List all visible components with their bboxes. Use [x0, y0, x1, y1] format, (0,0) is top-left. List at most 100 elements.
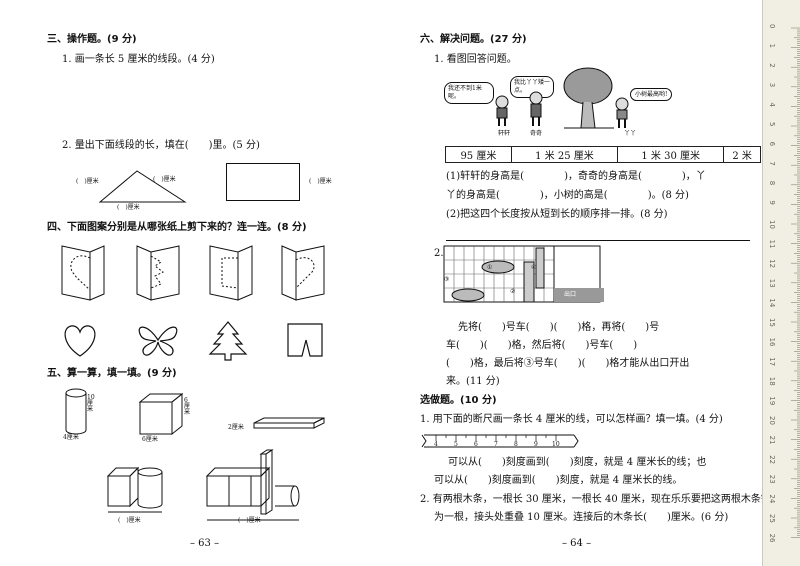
parking-grid [443, 245, 604, 303]
ruler-number: 23 [768, 475, 776, 484]
answer-line [446, 240, 750, 241]
ruler-tick-4: 4 [434, 441, 438, 448]
side-ruler-ticks: 0123456789101112131415161718192021222324… [768, 24, 800, 543]
ruler-number: 26 [768, 534, 776, 543]
cylinder-height-label: 10厘米 [87, 394, 95, 413]
ruler-tick-10: 10 [552, 441, 560, 448]
optional-question-1-line-2: 可以从( )刻度画到( )刻度，就是 4 厘米长的线。 [434, 475, 683, 486]
length-cell-1: 95 厘米 [445, 146, 512, 163]
cut-shapes-row [64, 321, 323, 361]
triangle-left-label: ( )厘米 [76, 178, 99, 185]
ruler-number: 1 [768, 44, 776, 48]
ruler-number: 11 [768, 240, 776, 249]
ruler-number: 3 [768, 83, 776, 87]
length-cell-3: 1 米 30 厘米 [617, 146, 725, 163]
kid-xuanxuan [495, 95, 509, 126]
ruler-tick-6: 6 [474, 441, 478, 448]
tree [563, 67, 614, 129]
ruler-number: 2 [768, 63, 776, 67]
ruler-number: 12 [768, 259, 776, 268]
car-horizontal-bottom [451, 288, 485, 302]
optional-question-2-line-2: 为一根，接头处重叠 10 厘米。连接后的木条长( )厘米。(6 分) [434, 512, 729, 523]
broken-ruler [421, 434, 579, 448]
cubes-plate-cylinder-group [205, 449, 300, 521]
length-cell-4: 2 米 [723, 146, 761, 163]
right-page: 六、解决问题。(27 分) 1. 看图回答问题。 我还不到1米呢。 我比丫丫矮一… [400, 0, 771, 566]
optional-question-1-line-1: 可以从( )刻度画到( )刻度，就是 4 厘米长的线；也 [448, 457, 707, 468]
question-2-line-2: 车( )( )格，然后将( )号车( ) [446, 340, 638, 351]
folded-paper-2 [136, 245, 180, 301]
section-6-title: 六、解决问题。(27 分) [420, 34, 527, 45]
question-1-1-line-2: 丫的身高是( )，小树的高是( )。(8 分) [446, 190, 689, 201]
ruler-number: 5 [768, 122, 776, 126]
cube-width-label: 6厘米 [142, 436, 158, 443]
kids-tree-illustration [495, 67, 629, 129]
cylinder-width-label: 4厘米 [63, 434, 79, 441]
ruler-number: 20 [768, 416, 776, 425]
left-page: 三、操作题。(9 分) 1. 画一条长 5 厘米的线段。(4 分) 2. 量出下… [0, 0, 395, 566]
rectangle-figure [226, 163, 300, 201]
bubble-3: 小树最高哟! [630, 88, 673, 101]
question-1: 1. 看图回答问题。 [434, 54, 517, 65]
ruler-tick-9: 9 [534, 441, 538, 448]
car-horizontal-top [481, 260, 515, 274]
optional-section-title: 选做题。(10 分) [420, 395, 497, 406]
tree-shape [208, 321, 248, 361]
cube-cylinder-group [106, 466, 163, 513]
car-number-1: ① [487, 264, 493, 271]
question-2-label: 2. [434, 248, 444, 259]
car-vertical-1 [523, 261, 535, 303]
ruler-number: 10 [768, 220, 776, 229]
car-number-4: ④ [531, 264, 537, 271]
bubble-1: 我还不到1米呢。 [444, 82, 494, 104]
optional-question-1: 1. 用下面的断尺画一条长 4 厘米的线，可以怎样画？填一填。(4 分) [420, 414, 723, 425]
name-xuanxuan: 轩轩 [498, 130, 511, 137]
name-yaya: 丫丫 [624, 130, 637, 137]
ruler-number: 4 [768, 102, 776, 107]
ruler-number: 6 [768, 142, 776, 147]
car-vertical-2 [535, 247, 545, 289]
group-1-bottom-label: ( )厘米 [118, 517, 141, 524]
folded-paper-1 [61, 245, 105, 301]
question-1-2: (2)把这四个长度按从短到长的顺序排一排。(8 分) [446, 209, 668, 220]
section-3-title: 三、操作题。(9 分) [47, 34, 137, 45]
car-number-3: ③ [444, 276, 450, 283]
folded-papers-row [61, 245, 325, 301]
shorts-shape [287, 323, 323, 357]
ruler-number: 22 [768, 455, 776, 464]
ruler-number: 7 [768, 161, 776, 165]
ruler-number: 16 [768, 338, 776, 347]
ruler-number: 9 [768, 200, 776, 204]
question-2-line-4: 来。(11 分) [446, 376, 500, 387]
question-2-line-1: 先将( )号车( )( )格，再将( )号 [458, 322, 660, 333]
ruler-number: 8 [768, 181, 776, 185]
cube-height-label: 6厘米 [184, 397, 191, 416]
butterfly-shape [138, 326, 178, 356]
length-table: 95 厘米 1 米 25 厘米 1 米 30 厘米 2 米 [445, 146, 761, 163]
ruler-number: 17 [768, 357, 776, 366]
rectangle-right-label: ( )厘米 [309, 178, 332, 185]
section-5-title: 五、算一算，填一填。(9 分) [47, 368, 177, 379]
cube-figure [138, 392, 184, 436]
ruler-tick-8: 8 [514, 441, 518, 448]
ruler-number: 14 [768, 298, 776, 307]
ruler-tick-5: 5 [454, 441, 458, 448]
exit-label: 出口 [564, 291, 577, 298]
triangle-right-label: ( )厘米 [153, 176, 176, 183]
kid-qiqi [529, 91, 543, 126]
ruler-number: 25 [768, 514, 776, 523]
page-number-63: – 63 – [190, 538, 220, 549]
question-1-1-line-1: (1)轩轩的身高是( )，奇奇的身高是( )，丫 [446, 171, 706, 182]
length-cell-2: 1 米 25 厘米 [510, 146, 619, 163]
ruler-number: 0 [768, 24, 776, 28]
folded-paper-4 [281, 245, 325, 301]
cylinder-figure [65, 388, 87, 435]
group-2-bottom-label: ( )厘米 [238, 517, 261, 524]
ruler-number: 21 [768, 436, 776, 445]
page-number-64: – 64 – [562, 538, 592, 549]
plate-figure [253, 417, 325, 429]
question-2-line-3: ( )格，最后将③号车( )( )格才能从出口开出 [446, 358, 690, 369]
ruler-number: 19 [768, 396, 776, 405]
section-4-title: 四、下面图案分别是从哪张纸上剪下来的？连一连。(8 分) [47, 222, 307, 233]
